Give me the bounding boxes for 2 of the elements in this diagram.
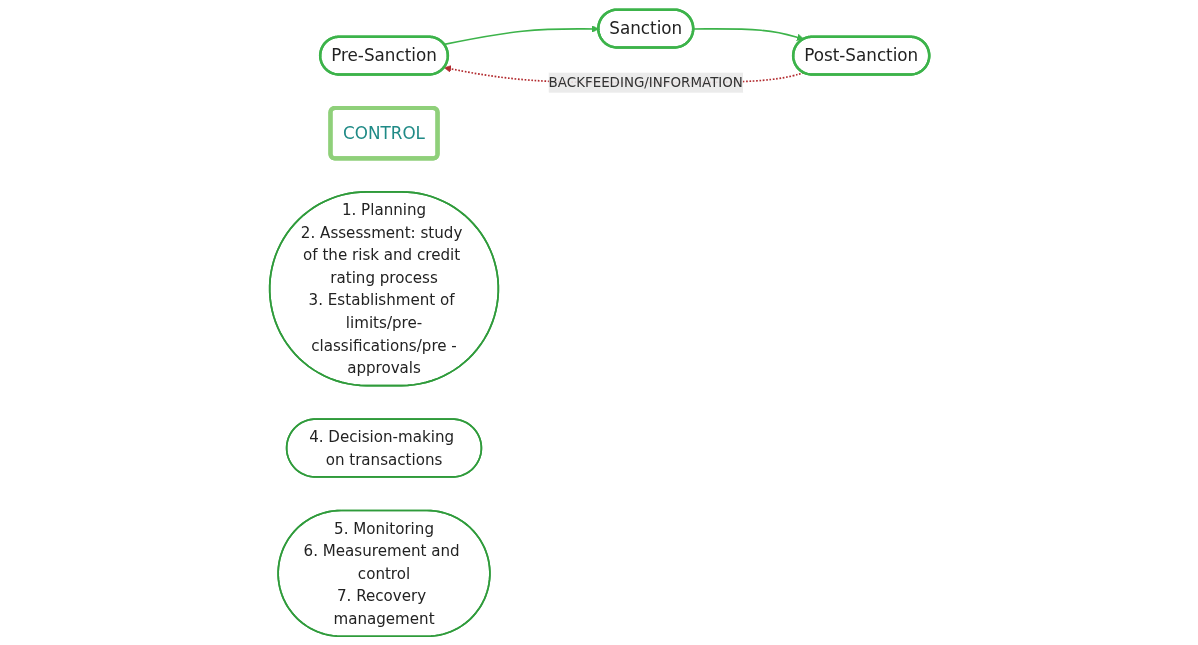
edge-label: BACKFEEDING/INFORMATION <box>548 73 743 90</box>
arrow <box>692 27 804 41</box>
